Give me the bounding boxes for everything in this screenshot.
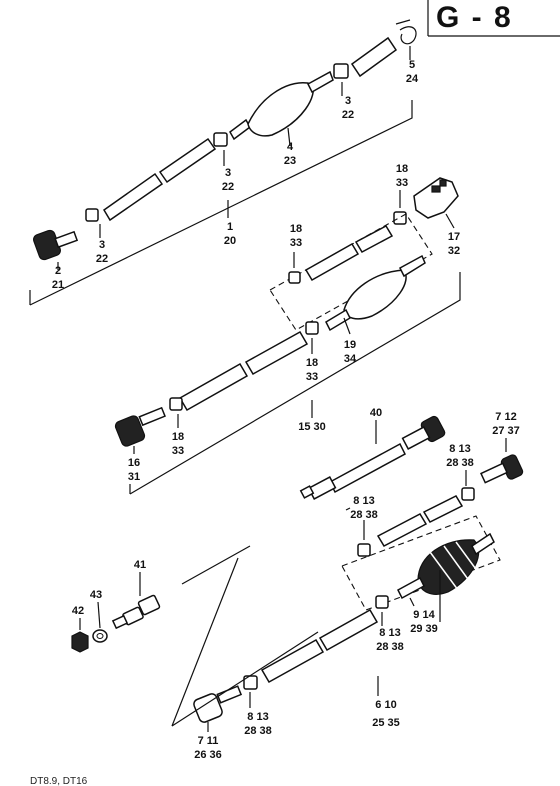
nut-42: [71, 618, 89, 653]
primer-bulb-4: [229, 70, 334, 141]
fuel-hose-18-inner: [304, 242, 360, 282]
hose-clip-8-b: [357, 543, 371, 557]
fuel-connector-7-11: [193, 685, 243, 723]
fuel-connector-2: [33, 229, 79, 261]
fuel-line-assembly-middle: [114, 177, 461, 495]
primer-bulb-9: [397, 532, 495, 600]
fuel-hose-1: [102, 137, 217, 222]
fuel-hose-15: [178, 362, 249, 412]
fuel-connector-7-12: [480, 438, 524, 484]
primer-bulb-19: [325, 254, 426, 332]
callout-15-30: 15 30: [298, 421, 326, 433]
hose-clip-18-a: [393, 211, 407, 225]
hose-clip-3-top: [333, 63, 349, 79]
spring-clip-5: [399, 26, 417, 45]
optional-parts-box-lower: [341, 515, 501, 611]
callout-41: 41: [134, 559, 146, 571]
callout-42: 42: [72, 605, 84, 617]
hose-clip-8-c: [375, 595, 389, 609]
page-title-box: G - 8: [427, 0, 560, 37]
fuel-connector-16: [114, 406, 166, 447]
footer-model-text: DT8.9, DT16: [30, 776, 88, 786]
fitting-41: [111, 572, 161, 630]
fuel-line-assembly-lower: [171, 470, 501, 732]
callout-43: 43: [90, 589, 102, 601]
fuel-hose-8-inner: [376, 513, 428, 547]
fitting-group-41-43: [71, 572, 161, 653]
fuel-hose-top: [350, 36, 398, 78]
hose-clip-18-c: [305, 321, 319, 335]
hose-clip-3-mid: [213, 132, 228, 147]
callout-40: 40: [370, 407, 382, 419]
hose-clip-18-d: [169, 397, 183, 411]
fuel-line-assembly-top: [29, 19, 417, 306]
fuel-connector-17: [413, 177, 459, 219]
washer-43: [92, 601, 108, 643]
fuel-hose-6: [260, 638, 325, 684]
fuel-hose-assembly-40: [299, 415, 446, 500]
hose-clip-18-b: [288, 271, 301, 284]
hose-clip-3-left: [85, 208, 99, 222]
hose-clip-8-a: [461, 487, 475, 501]
page-title: G - 8: [436, 1, 513, 34]
